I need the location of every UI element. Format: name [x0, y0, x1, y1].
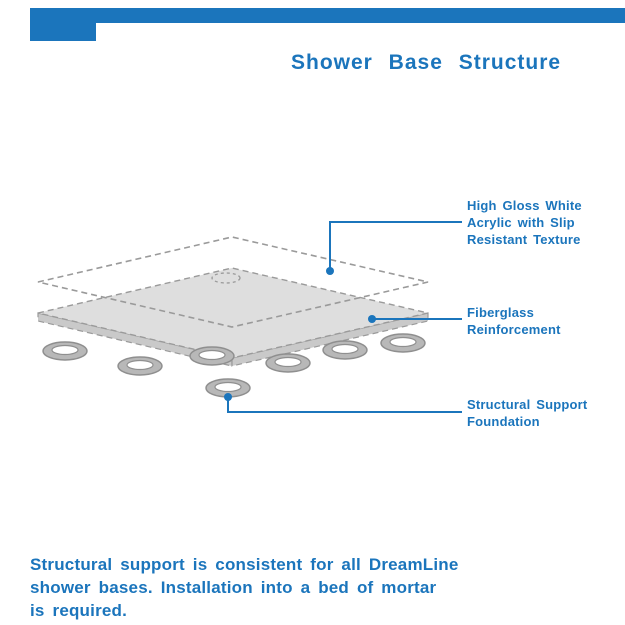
acrylic-layer — [37, 236, 429, 328]
callout-foundation-label: Structural Support Foundation — [467, 397, 588, 429]
support-ring — [380, 333, 426, 353]
page-title: Shower Base Structure — [291, 51, 562, 74]
fiberglass-layer-top-face — [37, 267, 429, 359]
leader-foundation — [227, 398, 462, 413]
leader-acrylic — [329, 221, 462, 270]
leader-fiberglass-dot — [368, 315, 376, 323]
support-ring — [205, 378, 251, 398]
leader-acrylic-dot — [326, 267, 334, 275]
callout-leaders — [224, 221, 462, 413]
acrylic-layer-outline — [37, 236, 429, 328]
callout-acrylic-label: High Gloss White Acrylic with Slip Resis… — [467, 198, 582, 247]
support-ring — [265, 353, 311, 373]
drain-opening — [211, 272, 241, 284]
support-ring — [189, 346, 235, 366]
header-accent-bar — [96, 8, 625, 23]
callout-fiberglass-label: Fiberglass Reinforcement — [467, 305, 561, 337]
support-foundation — [42, 333, 426, 398]
support-ring — [117, 356, 163, 376]
support-ring — [42, 341, 88, 361]
leader-foundation-dot — [224, 393, 232, 401]
fiberglass-layer-side-left — [37, 312, 233, 367]
footer-note: Structural support is consistent for all… — [30, 555, 459, 620]
fiberglass-layer — [37, 267, 429, 367]
support-ring — [322, 340, 368, 360]
header-accent-block — [30, 8, 96, 41]
